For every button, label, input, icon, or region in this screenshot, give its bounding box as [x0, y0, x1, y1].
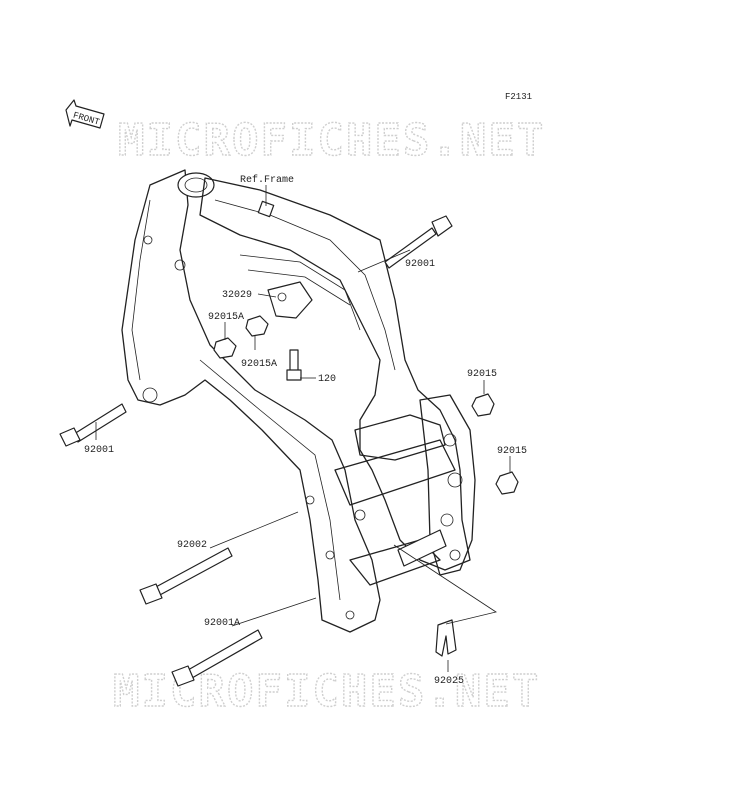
figure-code: F2131	[505, 92, 532, 102]
callout-92001A: 92001A	[204, 618, 240, 629]
callout-92025: 92025	[434, 676, 464, 687]
callout-120: 120	[318, 374, 336, 385]
watermark-top: MICROFICHES.NET	[118, 115, 545, 166]
front-arrow-icon: FRONT	[65, 99, 105, 129]
callout-32029: 32029	[222, 290, 252, 301]
callout-92015-lower: 92015	[497, 446, 527, 457]
pivot-shaft	[397, 529, 447, 567]
bolt-92001-top	[384, 215, 453, 269]
nut-92015A-left	[213, 337, 237, 359]
spacer-92015-lower	[495, 471, 519, 495]
clip-92025	[435, 619, 457, 657]
leader-lines	[95, 185, 511, 672]
motorcycle-frame	[121, 169, 476, 633]
callout-92015A-left: 92015A	[208, 312, 244, 323]
callout-92015-upper: 92015	[467, 369, 497, 380]
bolt-92002	[139, 547, 233, 605]
callout-92015A-right: 92015A	[241, 359, 277, 370]
bolt-120	[286, 349, 302, 381]
callout-92001-left: 92001	[84, 445, 114, 456]
bolt-92001-left	[59, 403, 127, 447]
callout-92002: 92002	[177, 540, 207, 551]
nut-92015A-right	[245, 315, 269, 337]
callout-ref-frame: Ref.Frame	[240, 174, 294, 186]
callout-92001-top: 92001	[405, 259, 435, 270]
spacer-92015-upper	[471, 393, 495, 417]
bolt-92001A	[171, 629, 263, 687]
bracket-32029	[267, 281, 313, 319]
